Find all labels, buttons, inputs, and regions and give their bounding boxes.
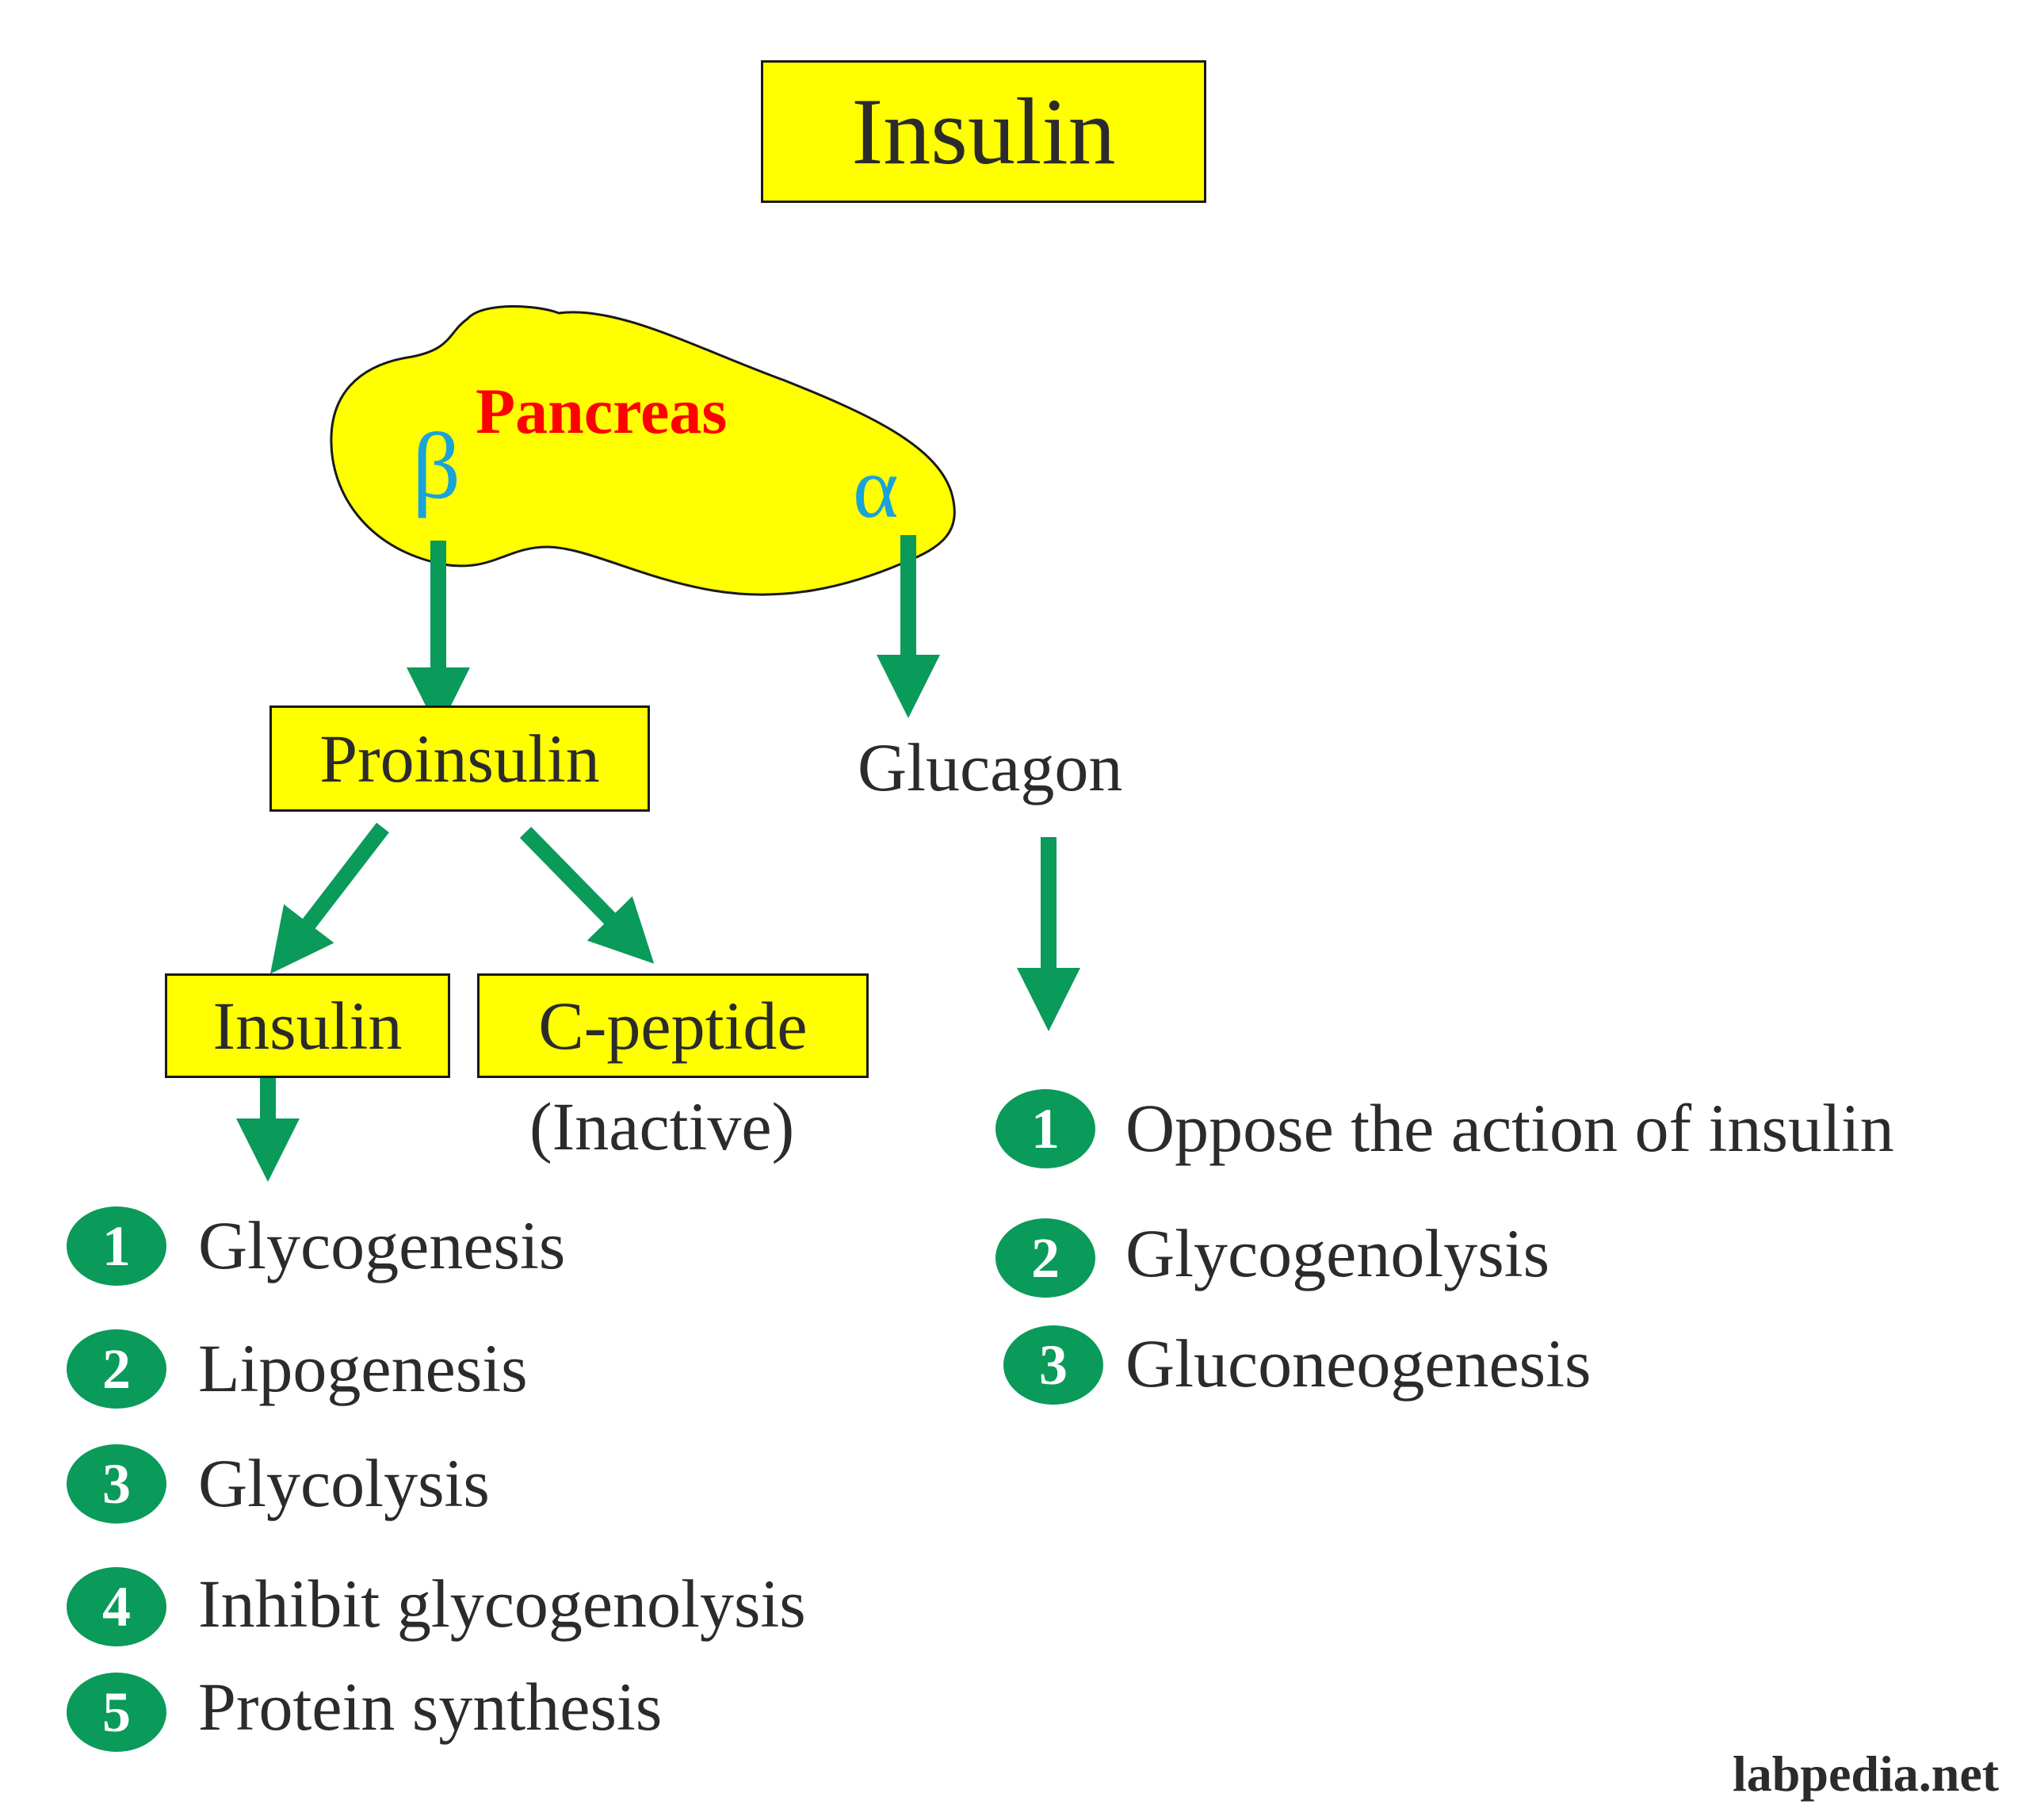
cpeptide-note: (Inactive) <box>529 1088 795 1164</box>
number-badge: 5 <box>67 1673 166 1752</box>
number-badge: 3 <box>1003 1325 1103 1405</box>
insulin-action-text: Lipogenesis <box>198 1330 528 1406</box>
arrow-proinsulin-to-insulin <box>270 822 389 974</box>
watermark: labpedia.net <box>1733 1745 2000 1802</box>
number-badge: 1 <box>67 1206 166 1286</box>
number-badge: 3 <box>67 1444 166 1524</box>
insulin-action-text: Glycogenesis <box>198 1207 566 1283</box>
number-badge: 1 <box>995 1089 1095 1168</box>
proinsulin-box: Proinsulin <box>269 705 650 812</box>
number-badge: 4 <box>67 1567 166 1646</box>
insulin-label: Insulin <box>212 988 403 1064</box>
number-badge: 2 <box>67 1329 166 1409</box>
insulin-action-text: Inhibit glycogenolysis <box>198 1566 806 1642</box>
proinsulin-label: Proinsulin <box>319 721 600 797</box>
glucagon-label: Glucagon <box>858 729 1123 805</box>
arrow-proinsulin-to-cpeptide <box>519 827 655 964</box>
beta-cell-label: β <box>412 413 461 518</box>
glucagon-action-text: Glycogenolysis <box>1125 1215 1550 1291</box>
title-box: Insulin <box>761 60 1206 203</box>
insulin-action-text: Protein synthesis <box>198 1669 663 1745</box>
insulin-box: Insulin <box>165 973 450 1078</box>
page-title: Insulin <box>851 78 1116 184</box>
alpha-cell-label: α <box>853 439 899 536</box>
glucagon-action-text: Oppose the action of insulin <box>1125 1090 1894 1166</box>
pancreas-shape <box>330 305 956 596</box>
glucagon-action-text: Gluconeogenesis <box>1125 1325 1591 1401</box>
number-badge: 2 <box>995 1218 1095 1298</box>
pancreas-label: Pancreas <box>476 375 728 447</box>
insulin-action-text: Glycolysis <box>198 1445 490 1521</box>
cpeptide-label: C-peptide <box>538 988 808 1064</box>
cpeptide-box: C-peptide <box>477 973 869 1078</box>
